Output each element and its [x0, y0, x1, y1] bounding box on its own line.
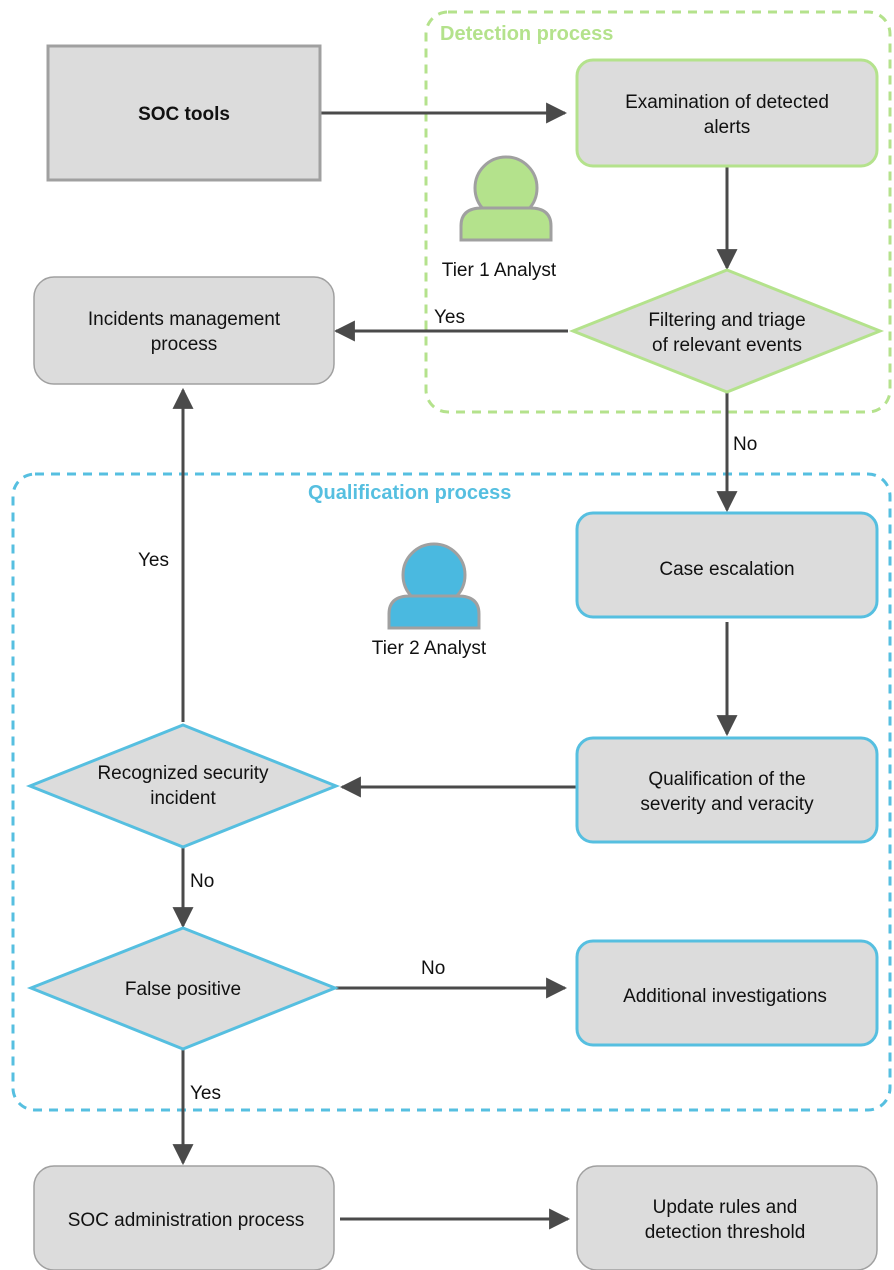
node-false-positive: False positive: [26, 926, 340, 1051]
svg-text:Examination of detected: Examination of detected: [625, 92, 829, 113]
qualification-group-border: [11, 472, 892, 1112]
node-incidents: Incidents management process: [33, 276, 335, 385]
node-additional: Additional investigations: [575, 939, 879, 1047]
svg-text:Recognized security: Recognized security: [97, 763, 269, 784]
svg-text:incident: incident: [150, 788, 216, 809]
edge-label-false-positive-no: No: [421, 958, 445, 979]
node-qualification: Qualification of the severity and veraci…: [575, 736, 879, 844]
tier1-analyst-person-icon: [459, 155, 553, 242]
node-soc-admin: SOC administration process: [33, 1165, 335, 1270]
svg-text:False positive: False positive: [125, 979, 241, 1000]
edge-label-filtering-yes: Yes: [434, 307, 465, 328]
edge-label-false-positive-yes: Yes: [190, 1083, 221, 1104]
svg-text:Incidents management: Incidents management: [88, 309, 281, 330]
node-soc-tools: SOC tools: [46, 44, 322, 182]
svg-text:Case escalation: Case escalation: [659, 559, 794, 580]
detection-group-title: Detection process: [440, 23, 613, 45]
svg-text:Filtering and triage: Filtering and triage: [648, 310, 805, 331]
edge-label-filtering-no: No: [733, 434, 757, 455]
svg-text:Additional investigations: Additional investigations: [623, 986, 827, 1007]
node-update-rules: Update rules and detection threshold: [576, 1165, 878, 1270]
tier1-analyst-label: Tier 1 Analyst: [442, 260, 557, 281]
node-recognized: Recognized security incident: [25, 723, 341, 849]
edge-label-recognized-no: No: [190, 871, 214, 892]
svg-text:Qualification of the: Qualification of the: [648, 769, 805, 790]
detection-group-border: [424, 10, 892, 414]
qualification-group-title: Qualification process: [308, 482, 511, 504]
svg-text:severity and veracity: severity and veracity: [640, 794, 814, 815]
tier2-analyst-label: Tier 2 Analyst: [372, 638, 487, 659]
svg-text:process: process: [151, 334, 218, 355]
tier2-analyst-person-icon: [387, 542, 481, 630]
svg-text:detection threshold: detection threshold: [645, 1222, 806, 1243]
svg-text:SOC tools: SOC tools: [138, 104, 230, 125]
edge-label-recognized-yes: Yes: [138, 550, 169, 571]
svg-text:SOC administration process: SOC administration process: [68, 1210, 305, 1231]
node-case-escalation: Case escalation: [575, 511, 879, 619]
node-examination: Examination of detected alerts: [575, 58, 879, 168]
svg-text:Update rules and: Update rules and: [653, 1197, 798, 1218]
svg-text:alerts: alerts: [704, 117, 750, 138]
svg-text:of relevant events: of relevant events: [652, 335, 802, 356]
node-filtering: Filtering and triage of relevant events: [568, 268, 885, 394]
